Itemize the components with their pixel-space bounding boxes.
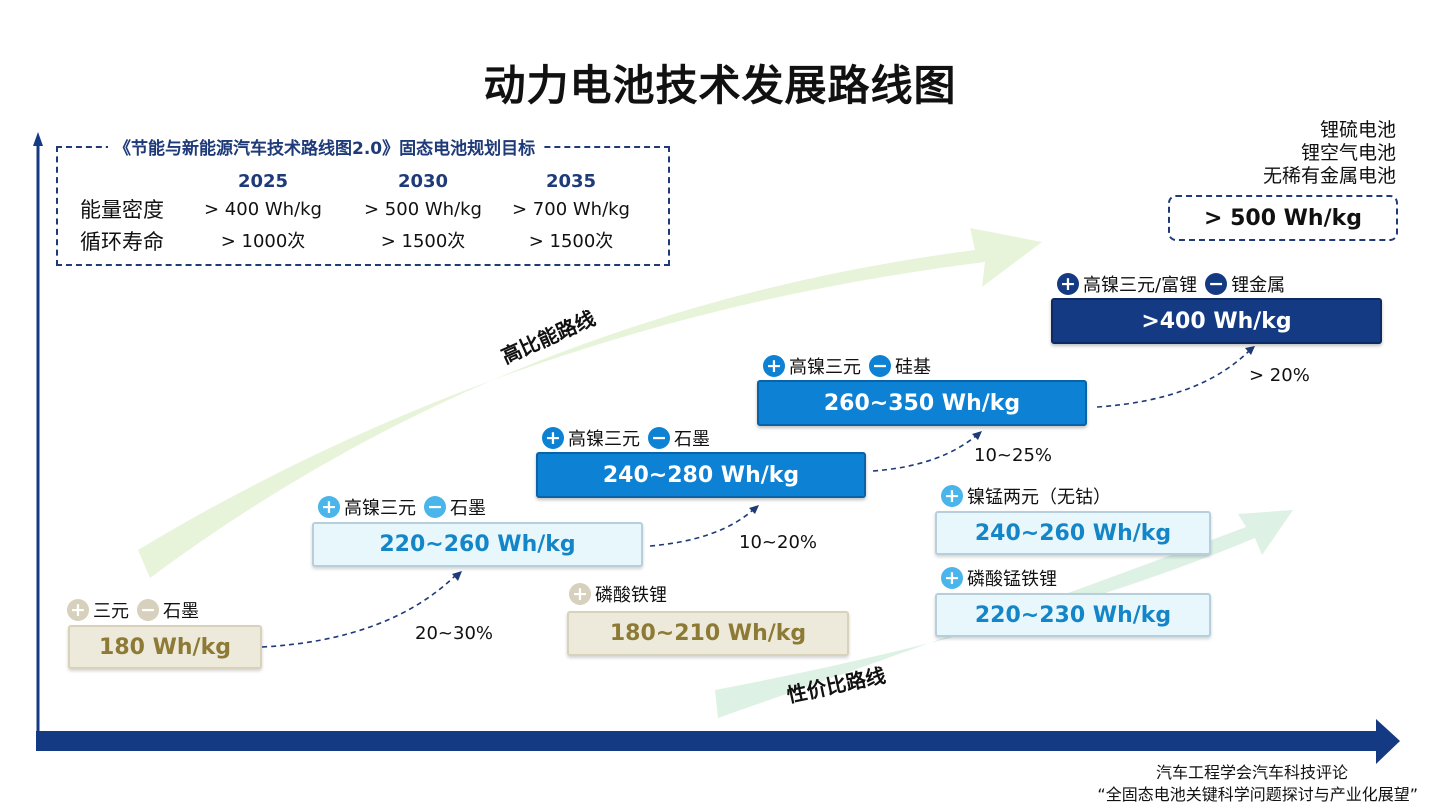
stage2-cathode: 高镍三元 [344,498,416,519]
plan-cycle-2030: > 1500次 [380,231,466,252]
stage3-anode: 石墨 [674,429,710,450]
connector-1-arrow [452,571,462,581]
plan-energy-2035: > 700 Wh/kg [511,199,630,220]
minus-icon: − [648,427,670,449]
plus-icon: + [318,496,340,518]
lmfp-cathode: 磷酸锰铁锂 [967,569,1057,590]
stage2-energy-box: 220~260 Wh/kg [312,522,643,567]
plan-year-2025: 2025 [237,171,289,192]
future-battery-item: 锂硫电池 [1319,119,1396,141]
increment-1: 20~30% [415,623,493,644]
stage1-anode: 石墨 [163,601,199,622]
stage4-cathode: 高镍三元 [789,357,861,378]
plus-icon: + [569,583,591,605]
connector-2 [649,508,755,547]
connector-4-arrow [1245,346,1255,355]
plus-icon: + [542,427,564,449]
plan-row-label-energy: 能量密度 [80,198,164,222]
plus-icon: + [1057,273,1079,295]
stage5-anode: 锂金属 [1231,275,1286,296]
source-line-2: “全固态电池关键科学问题探讨与产业化展望” [1097,785,1418,804]
cost-route-band [715,510,1293,718]
high-energy-route-band [138,228,1042,578]
plus-icon: + [941,485,963,507]
stage1-cathode: 三元 [93,601,129,622]
stage3-materials: + 高镍三元 − 石墨 [542,425,718,451]
lmfp-materials: + 磷酸锰铁锂 [941,565,1065,591]
plan-energy-2030: > 500 Wh/kg [363,199,482,220]
increment-4: > 20% [1249,365,1310,386]
minus-icon: − [869,355,891,377]
plan-year-2035: 2035 [545,171,597,192]
lfp-cathode: 磷酸铁锂 [595,585,667,606]
lmfp-energy-box: 220~230 Wh/kg [935,593,1211,637]
lnm-energy-box: 240~260 Wh/kg [935,511,1211,555]
connector-2-arrow [749,505,759,514]
stage2-anode: 石墨 [450,498,486,519]
stage1-materials: + 三元 − 石墨 [67,597,207,623]
future-battery-list: 锂硫电池 锂空气电池 无稀有金属电池 [1263,119,1396,188]
minus-icon: − [137,599,159,621]
future-battery-item: 无稀有金属电池 [1262,165,1396,187]
connector-4 [1096,349,1251,408]
stage5-energy-box: >400 Wh/kg [1051,298,1382,344]
stage4-energy-box: 260~350 Wh/kg [757,380,1087,426]
y-axis-arrow [33,132,43,146]
minus-icon: − [424,496,446,518]
future-energy-box: > 500 Wh/kg [1168,195,1398,241]
increment-2: 10~20% [739,532,817,553]
connector-3 [872,434,978,472]
stage4-materials: + 高镍三元 − 硅基 [763,353,939,379]
increment-3: 10~25% [974,445,1052,466]
source-note: 汽车工程学会汽车科技评论 “全固态电池关键科学问题探讨与产业化展望” [1097,762,1418,806]
lfp-materials: + 磷酸铁锂 [569,581,675,607]
stage3-energy-box: 240~280 Wh/kg [536,452,866,498]
connector-3-arrow [972,431,982,440]
plus-icon: + [941,567,963,589]
stage5-cathode: 高镍三元/富锂 [1083,275,1198,296]
source-line-1: 汽车工程学会汽车科技评论 [1155,763,1348,782]
stage4-anode: 硅基 [895,357,931,378]
connector-1 [261,573,458,648]
plus-icon: + [67,599,89,621]
plan-year-2030: 2030 [397,171,449,192]
plus-icon: + [763,355,785,377]
plan-cycle-2035: > 1500次 [528,231,614,252]
plan-cycle-2025: > 1000次 [220,231,306,252]
lnm-materials: + 镍锰两元（无钴） [941,483,1119,509]
plan-title: 《节能与新能源汽车技术路线图2.0》固态电池规划目标 [108,134,542,159]
x-axis [36,731,1378,751]
stage1-energy-box: 180 Wh/kg [68,625,262,669]
stage3-cathode: 高镍三元 [568,429,640,450]
stage2-materials: + 高镍三元 − 石墨 [318,494,494,520]
plan-energy-2025: > 400 Wh/kg [203,199,322,220]
stage5-materials: + 高镍三元/富锂 − 锂金属 [1057,271,1293,297]
lnm-cathode: 镍锰两元（无钴） [967,487,1111,508]
minus-icon: − [1205,273,1228,295]
page-title: 动力电池技术发展路线图 [483,61,957,110]
lfp-energy-box: 180~210 Wh/kg [567,611,849,656]
x-axis-arrow [1376,719,1400,764]
plan-row-label-cycle: 循环寿命 [80,230,164,254]
future-battery-item: 锂空气电池 [1300,142,1396,164]
